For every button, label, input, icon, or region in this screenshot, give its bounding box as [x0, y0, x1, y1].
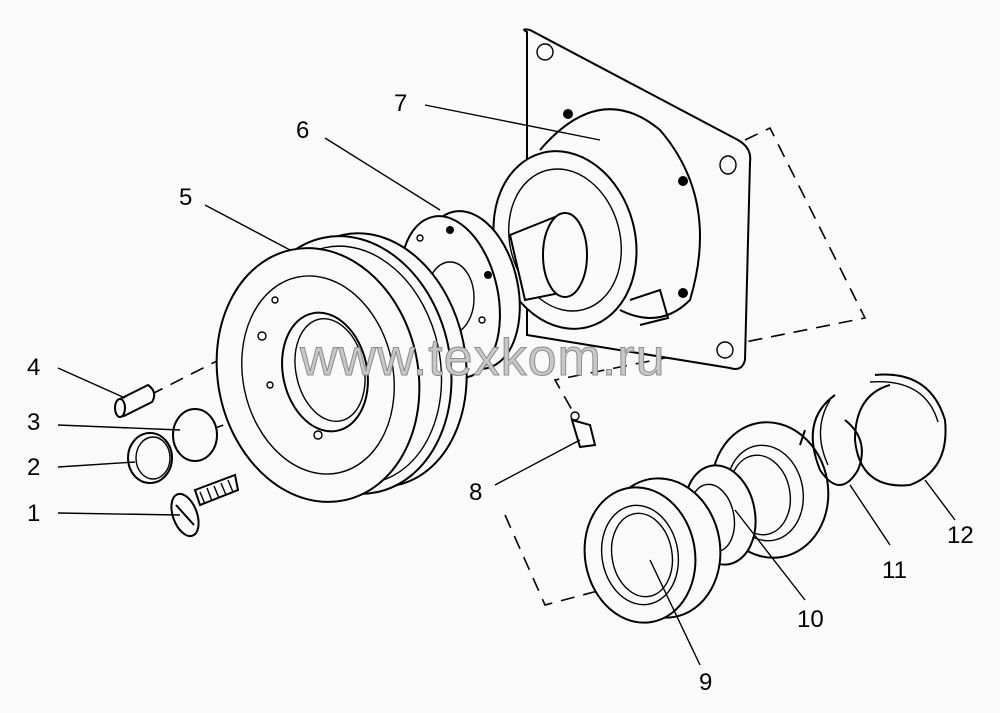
part-8-grease-nipple	[570, 411, 597, 449]
part-12-ring	[853, 373, 947, 487]
callout-11: 11	[882, 557, 907, 584]
callout-10: 10	[797, 606, 824, 633]
callout-5: 5	[179, 184, 193, 211]
callout-12: 12	[947, 522, 974, 549]
part-1-screw	[170, 473, 240, 538]
part-11-circlip	[799, 394, 863, 486]
callout-2: 2	[27, 454, 41, 481]
part-2-snap-ring	[127, 432, 173, 484]
dashed-outline-upper	[553, 126, 867, 411]
callout-4: 4	[27, 354, 41, 381]
part-5-pulley	[215, 232, 468, 503]
callout-8: 8	[469, 479, 483, 506]
leader-lines	[57, 104, 956, 666]
callout-1: 1	[27, 500, 41, 527]
watermark: www.texkom.ru	[300, 329, 666, 387]
part-9-bearing	[583, 477, 722, 624]
callout-3: 3	[27, 409, 41, 436]
part-3-disc	[172, 408, 218, 462]
callout-7: 7	[394, 90, 408, 117]
callout-6: 6	[296, 117, 310, 144]
part-7-housing	[492, 28, 752, 370]
callout-9: 9	[699, 669, 713, 696]
part-4-pin	[114, 383, 156, 418]
